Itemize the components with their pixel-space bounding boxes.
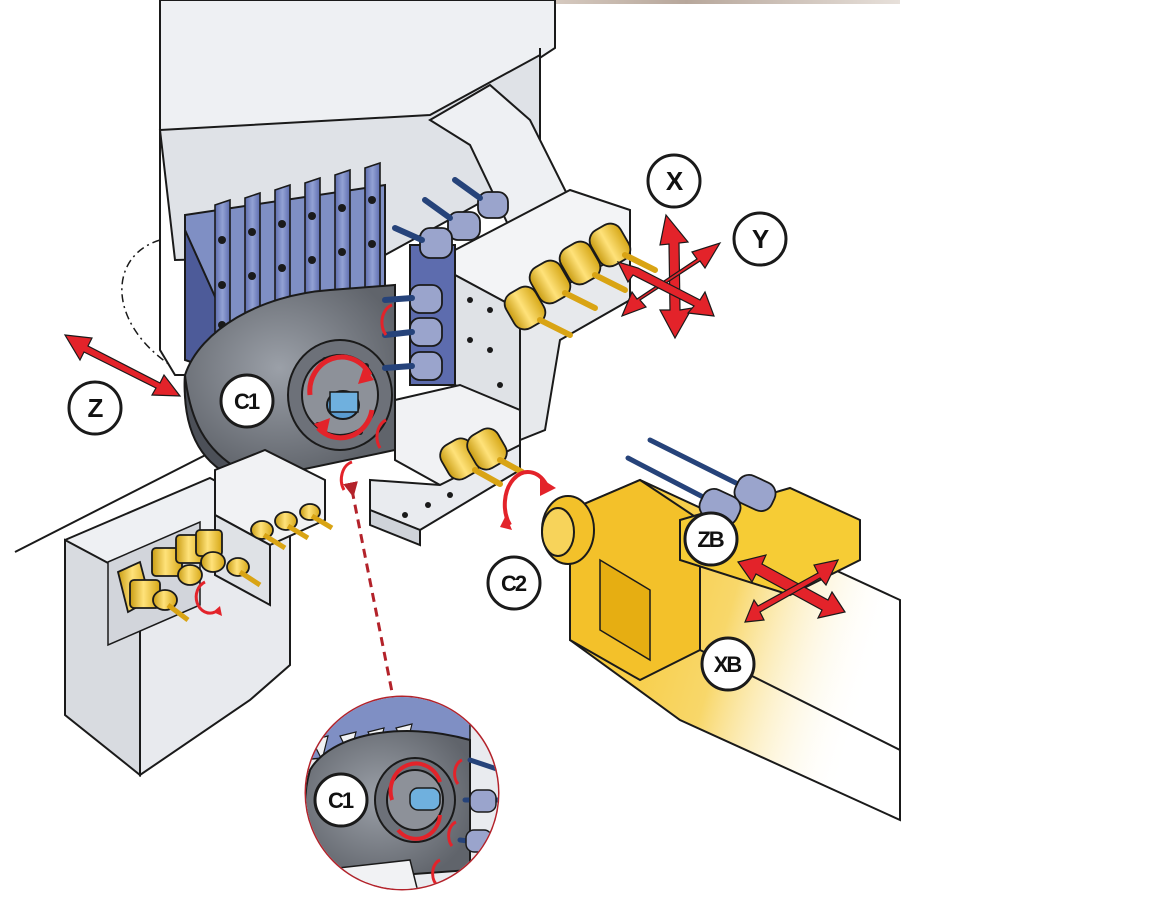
xy-axis-arrow-icon [616,213,722,340]
axis-badge-c1: C1 [219,373,275,429]
axis-label-x: X [666,166,684,196]
drill-rotation-arrow-icon [339,303,393,491]
axis-label-xb: XB [714,652,742,677]
c1-rotation-arrow-icon [307,354,375,441]
axis-badge-xb: XB [700,636,756,692]
axis-label-c1: C1 [234,389,260,414]
swing-outline [121,239,171,366]
axis-badge-zb: ZB [683,511,739,567]
axis-badge-c1-detail: C1 [313,772,369,828]
detail-pointer-line [343,481,394,693]
top-bar [472,0,900,4]
rear-tool-block [409,83,631,442]
axis-label-zb: ZB [697,527,723,552]
zb-xb-axis-arrow-icon [737,554,846,623]
axis-badge-y: Y [732,211,788,267]
rear-brass-holders [439,222,658,487]
axis-badge-z: Z [67,380,123,436]
front-rotation-arrow-icon [194,580,222,616]
base-line [14,439,236,553]
front-tool-post [64,448,326,778]
front-drill-bits [166,513,334,622]
z-axis-arrow-icon [63,334,182,397]
axis-label-c2: C2 [501,571,527,596]
axis-label-y: Y [752,224,769,254]
axis-label-c1-detail: C1 [328,788,354,813]
axis-badge-x: X [646,153,702,209]
axis-label-z: Z [88,393,104,423]
c2-rotation-arrow-icon [500,470,556,530]
axis-badge-c2: C2 [486,555,542,611]
blue-drills [382,177,509,381]
